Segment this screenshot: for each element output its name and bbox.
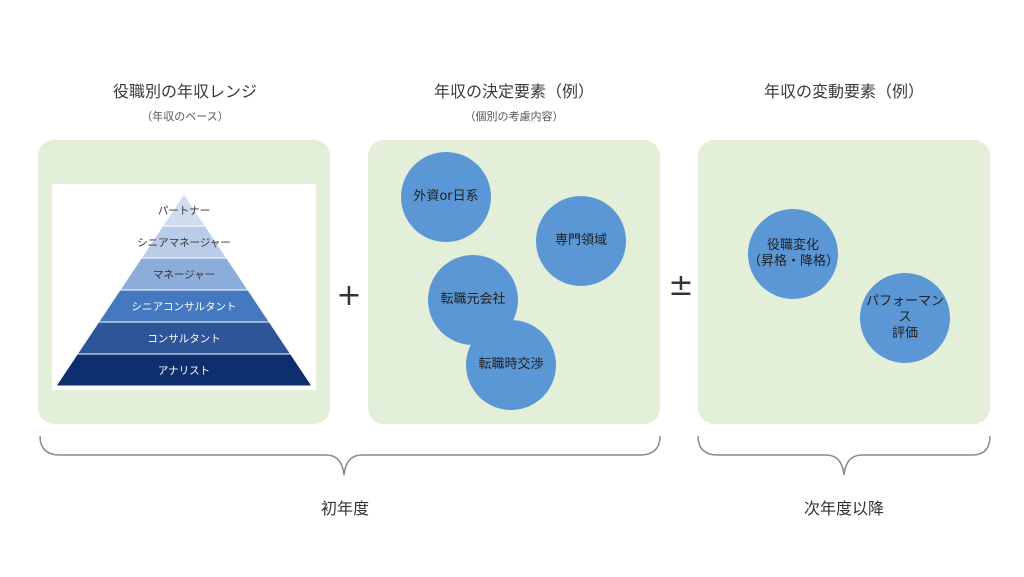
factor-performance-evaluation: パフォーマンス 評価 bbox=[860, 273, 950, 363]
variables-panel bbox=[698, 140, 990, 424]
variables-title: 年収の変動要素（例） bbox=[763, 82, 924, 101]
factor-negotiation: 転職時交渉 bbox=[466, 320, 556, 410]
pyramid-chart: パートナーシニアマネージャーマネージャーシニアコンサルタントコンサルタントアナリ… bbox=[55, 193, 313, 387]
range-title: 役職別の年収レンジ bbox=[112, 82, 257, 101]
factor-foreign-or-domestic: 外資or日系 bbox=[401, 152, 491, 242]
pyramid-level-label: マネージャー bbox=[153, 269, 215, 281]
determinants-subtitle: （個別の考慮内容） bbox=[464, 110, 564, 123]
pyramid-level-label: アナリスト bbox=[158, 365, 210, 377]
plus-operator: + bbox=[336, 278, 362, 313]
plus-minus-operator: ± bbox=[668, 268, 694, 303]
pyramid-level-label: シニアコンサルタント bbox=[132, 301, 237, 313]
initial-year-label: 初年度 bbox=[320, 499, 369, 518]
pyramid-level-label: シニアマネージャー bbox=[137, 237, 231, 249]
range-subtitle: （年収のベース） bbox=[141, 110, 229, 123]
factor-position-change: 役職変化 （昇格・降格） bbox=[748, 209, 839, 299]
pyramid-level-label: パートナー bbox=[158, 205, 211, 217]
determinants-title: 年収の決定要素（例） bbox=[433, 82, 594, 101]
pyramid-level-label: コンサルタント bbox=[147, 333, 221, 345]
pyramid-level bbox=[55, 353, 313, 387]
factor-specialty-field: 専門領域 bbox=[536, 196, 626, 286]
following-years-label: 次年度以降 bbox=[803, 499, 884, 518]
